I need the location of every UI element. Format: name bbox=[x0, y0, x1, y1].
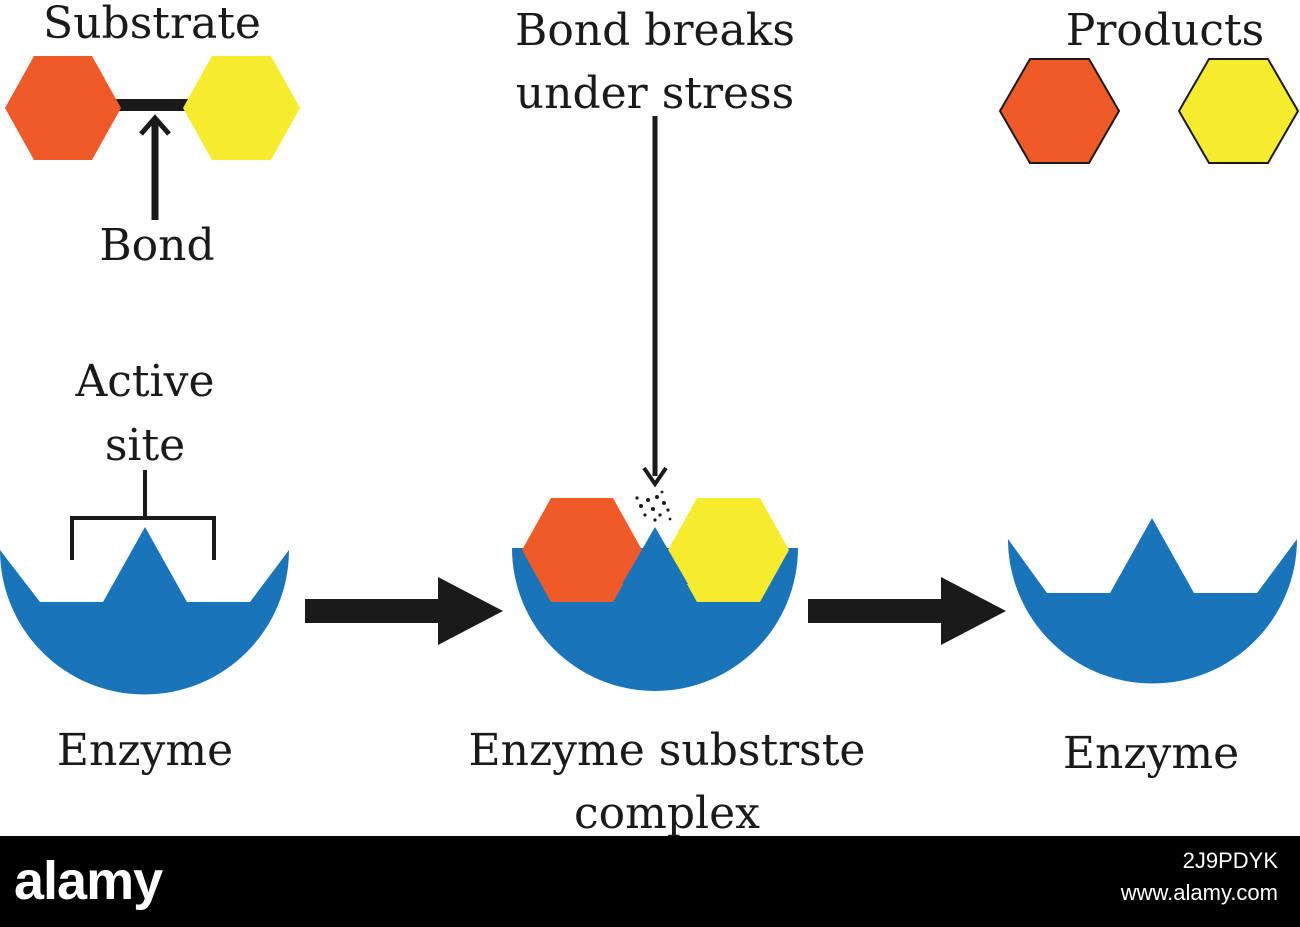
product-hexagon-yellow bbox=[1177, 58, 1300, 164]
complex-hexagon-yellow bbox=[668, 498, 789, 602]
products-label: Products bbox=[1066, 5, 1265, 56]
enzyme-left-label: Enzyme bbox=[57, 725, 233, 776]
site-url: www.alamy.com bbox=[1120, 880, 1278, 905]
complex-active-site-peak bbox=[622, 527, 688, 584]
alamy-logo: alamy bbox=[14, 851, 163, 911]
product-hexagon-orange bbox=[998, 58, 1121, 164]
complex-label-line1: Enzyme substrste bbox=[469, 725, 866, 776]
substrate-hexagon-yellow bbox=[183, 56, 300, 160]
reaction-arrow-1-head bbox=[438, 577, 503, 645]
enzyme-left bbox=[0, 527, 289, 695]
watermark-footer: alamy 2J9PDYK www.alamy.com bbox=[0, 836, 1300, 927]
image-id: 2J9PDYK bbox=[1182, 848, 1278, 873]
bond-label: Bond bbox=[99, 220, 214, 271]
active-site-label-line1: Active bbox=[74, 356, 214, 407]
active-site-label-line2: site bbox=[105, 420, 185, 471]
bond-breaks-label-line2: under stress bbox=[516, 68, 794, 119]
active-site-bracket bbox=[70, 470, 216, 560]
complex-hexagon-orange bbox=[522, 498, 642, 602]
enzyme-right-label: Enzyme bbox=[1063, 728, 1239, 779]
reaction-arrow-2-head bbox=[941, 577, 1006, 645]
substrate-hexagon-orange bbox=[5, 56, 121, 160]
bond-breaks-label-line1: Bond breaks bbox=[515, 5, 795, 56]
reaction-arrow-2-shaft bbox=[808, 599, 948, 623]
reaction-arrow-1-shaft bbox=[305, 599, 445, 623]
bond-break-particles bbox=[635, 490, 672, 522]
substrate-label: Substrate bbox=[43, 0, 261, 49]
substrate-bond-bar bbox=[110, 99, 198, 111]
bond-breaks-arrow-head bbox=[642, 466, 668, 488]
complex-label-line2: complex bbox=[574, 788, 760, 839]
enzyme-right bbox=[1008, 518, 1297, 684]
bond-arrow-head bbox=[139, 114, 171, 136]
